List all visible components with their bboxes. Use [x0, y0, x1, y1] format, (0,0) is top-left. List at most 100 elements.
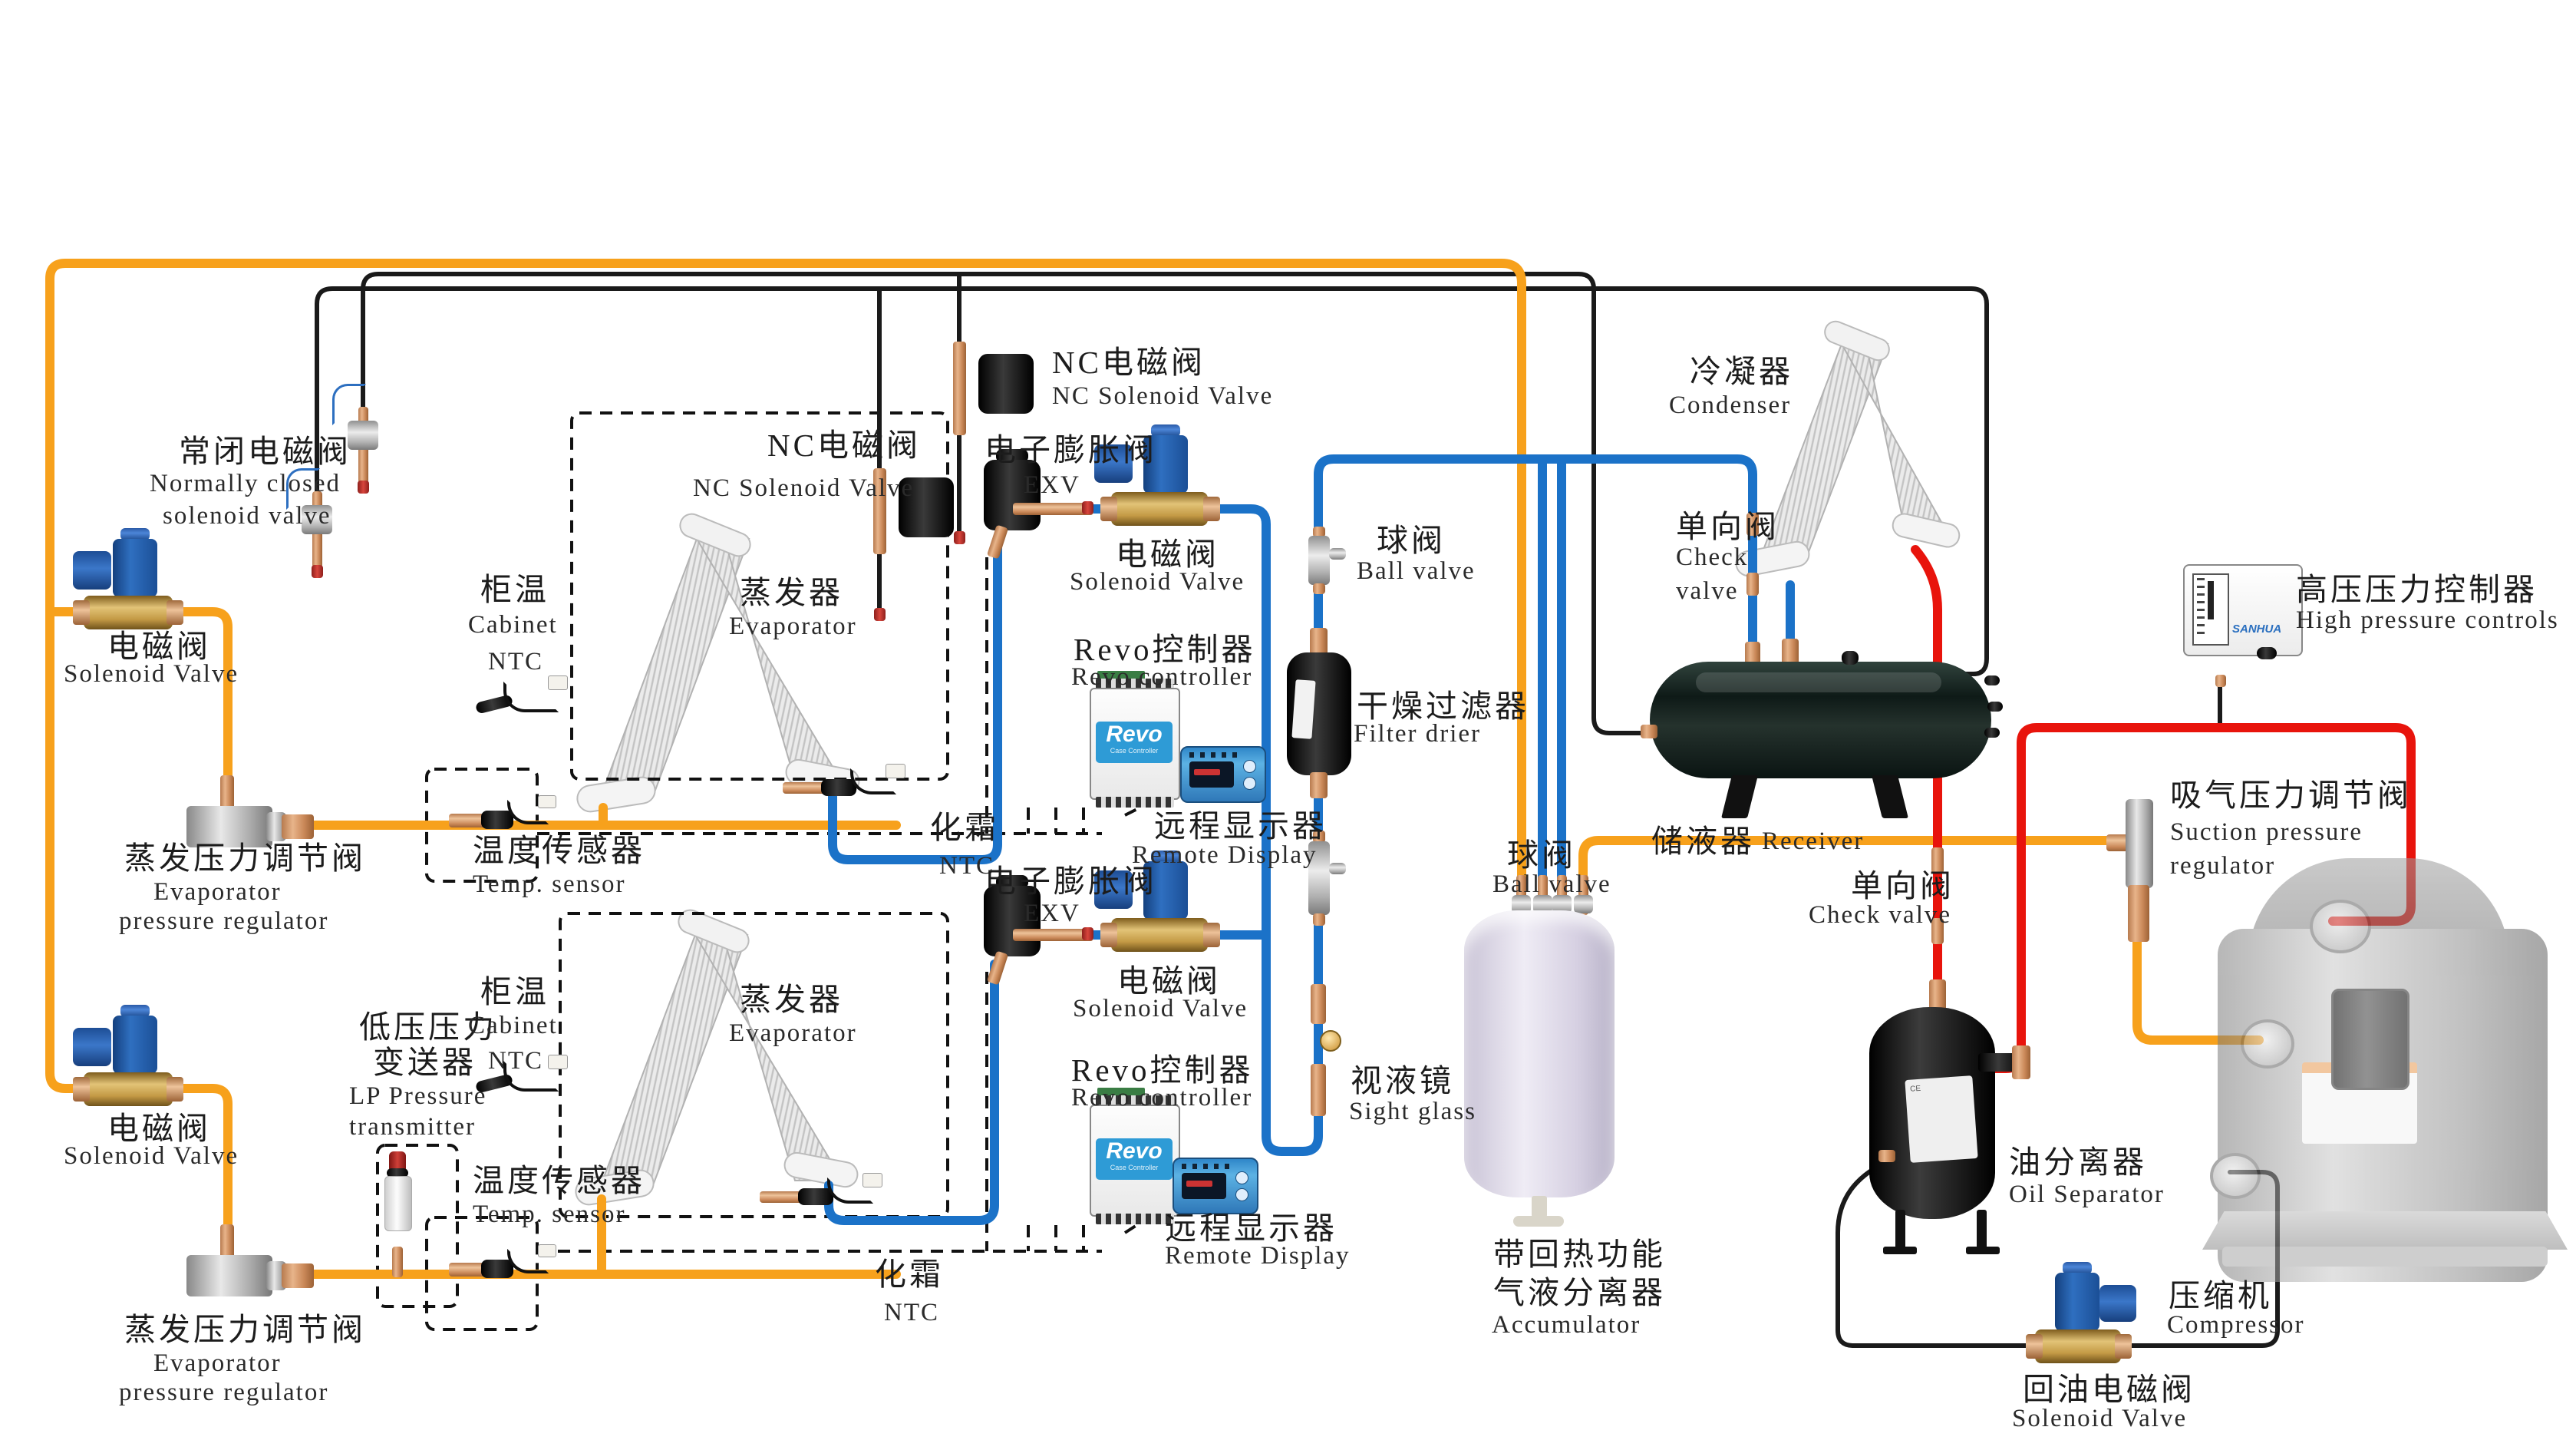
sanhua-brand-text: SANHUA: [2232, 623, 2282, 636]
label-spr-en1: Suction pressure: [2170, 818, 2363, 846]
label-evap2-zh: 蒸发器: [740, 982, 843, 1017]
nc-solenoid-valve-2: [853, 468, 960, 557]
label-fd-zh: 干燥过滤器: [1357, 689, 1529, 724]
label-ts1-zh: 温度传感器: [473, 833, 645, 868]
label-hp-en: High pressure controls: [2296, 606, 2559, 634]
label-cab1-en1: Cabinet: [468, 611, 558, 639]
check-valve-2: [1921, 847, 1956, 944]
label-ts1-en: Temp. sensor: [473, 870, 626, 898]
label-sv1-zh: 电磁阀: [107, 629, 211, 664]
check-valve-1: [1736, 513, 1771, 596]
label-bv2-en: Ball valve: [1492, 870, 1611, 898]
solenoid-valve-1: [73, 528, 183, 633]
label-svm1-zh: 电磁阀: [1116, 537, 1219, 572]
temp-sensor-1: [449, 795, 556, 832]
remote-display-2: [1173, 1158, 1258, 1214]
label-def2-zh: 化霜: [875, 1257, 944, 1292]
temp-sensor-2: [449, 1244, 556, 1281]
label-oil-en: Oil Separator: [2009, 1181, 2165, 1208]
label-def1-zh: 化霜: [930, 810, 999, 845]
label-cv1-en1: Check: [1676, 543, 1749, 571]
label-nc-left-en2: solenoid valve: [163, 502, 331, 530]
label-sg-en: Sight glass: [1349, 1098, 1476, 1125]
label-revo1-en: Revo controller: [1071, 663, 1253, 691]
label-svm2-en: Solenoid Valve: [1073, 995, 1248, 1022]
label-ts2-zh: 温度传感器: [473, 1163, 645, 1198]
suction-pressure-regulator: [2106, 756, 2168, 948]
label-bv1-en: Ball valve: [1357, 557, 1476, 585]
label-acc-zh1: 带回热功能: [1493, 1237, 1666, 1272]
label-rd2-zh: 远程显示器: [1165, 1211, 1337, 1246]
label-epr1-en2: pressure regulator: [119, 907, 329, 935]
label-ncm1-zh: NC电磁阀: [1052, 345, 1206, 380]
label-evap1-en: Evaporator: [729, 613, 857, 640]
label-epr1-zh: 蒸发压力调节阀: [124, 841, 366, 876]
label-revo2-zh: Revo控制器: [1071, 1052, 1254, 1088]
coil-wire: [286, 468, 320, 510]
label-bv1-zh: 球阀: [1377, 523, 1446, 558]
label-lp-zh1: 低压压力: [359, 1009, 497, 1045]
label-osv-en: Solenoid Valve: [2012, 1405, 2188, 1432]
label-exv1-en: EXV: [1024, 471, 1080, 499]
label-exv2-zh: 电子膨胀阀: [985, 864, 1157, 899]
exv-1: [968, 449, 1095, 560]
label-hp-zh: 高压压力控制器: [2296, 572, 2538, 607]
label-cv2-en: Check valve: [1809, 901, 1952, 929]
label-bv2-zh: 球阀: [1507, 837, 1576, 873]
remote-display-1: [1180, 746, 1266, 803]
label-acc-zh2: 气液分离器: [1493, 1275, 1666, 1310]
high-pressure-control: SANHUA: [2183, 564, 2314, 695]
coil-wire: [332, 384, 366, 425]
exv-2: [968, 875, 1095, 986]
compressor: [2195, 844, 2576, 1305]
label-acc-en: Accumulator: [1492, 1311, 1641, 1339]
label-epr1-en1: Evaporator: [153, 878, 282, 906]
label-osv-zh: 回油电磁阀: [2023, 1372, 2195, 1407]
label-comp-zh: 压缩机: [2169, 1278, 2272, 1313]
evaporator-2-coil: [575, 909, 859, 1206]
cabinet-ntc-2: [474, 1055, 591, 1102]
label-rd1-en: Remote Display: [1132, 841, 1318, 869]
label-ncm2-en: NC Solenoid Valve: [693, 474, 915, 502]
label-rd2-en: Remote Display: [1165, 1242, 1351, 1270]
label-cv1-en2: valve: [1676, 577, 1739, 605]
label-sv2-en: Solenoid Valve: [64, 1142, 239, 1170]
evaporator-1-coil: [576, 513, 860, 813]
label-cab1-en2: NTC: [488, 648, 543, 675]
evap-pressure-regulator-2: [157, 1224, 314, 1312]
label-oil-zh: 油分离器: [2009, 1144, 2147, 1180]
label-sv2-zh: 电磁阀: [107, 1111, 211, 1146]
nc-small-valve-1: [332, 384, 403, 494]
filter-drier: [1285, 628, 1355, 798]
label-cab2-en2: NTC: [488, 1047, 543, 1075]
label-ncm2-zh: NC电磁阀: [767, 428, 921, 463]
revo-brand-text: Revo: [1106, 1138, 1163, 1164]
label-def1-en: NTC: [939, 852, 994, 880]
label-def2-en: NTC: [884, 1299, 939, 1326]
revo-controller-1: Revo Case Controller: [1090, 671, 1180, 809]
label-cab1-zh: 柜温: [480, 572, 549, 607]
solenoid-valve-liquid-2: [1093, 851, 1227, 956]
label-lp-en1: LP Pressure: [349, 1082, 487, 1110]
lp-pressure-transmitter: [374, 1151, 421, 1278]
cabinet-ntc-1: [474, 675, 591, 723]
defrost-ntc-1: [783, 764, 917, 808]
condenser-coil: [1735, 320, 1961, 577]
ball-valve-2: [1298, 831, 1352, 927]
label-epr2-en1: Evaporator: [153, 1349, 282, 1377]
oil-return-solenoid-valve: [2026, 1262, 2143, 1367]
label-fd-en: Filter drier: [1354, 720, 1482, 748]
evap-pressure-regulator-1: [157, 775, 314, 863]
ball-valve-1: [1298, 527, 1352, 594]
label-svm2-zh: 电磁阀: [1117, 963, 1221, 999]
label-revo1-zh: Revo控制器: [1074, 632, 1256, 667]
label-lp-zh2: 变送器: [373, 1045, 477, 1080]
label-nc-left-zh: 常闭电磁阀: [179, 434, 351, 469]
label-epr2-zh: 蒸发压力调节阀: [124, 1312, 366, 1347]
revo-sub-text: Case Controller: [1110, 747, 1159, 755]
solenoid-valve-2: [73, 1005, 183, 1110]
label-ts2-en: Temp. sensor: [473, 1201, 626, 1228]
label-cond-zh: 冷凝器: [1690, 354, 1793, 389]
